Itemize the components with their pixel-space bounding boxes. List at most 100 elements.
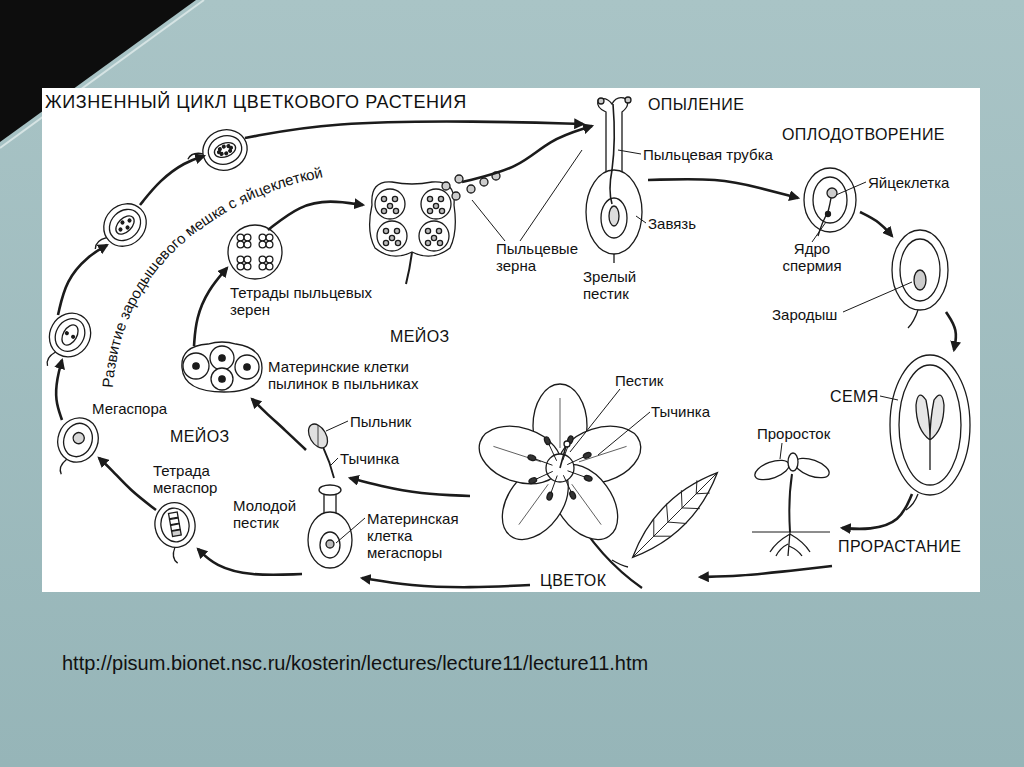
young-ovule	[320, 532, 340, 558]
ovule-stalk	[172, 547, 178, 563]
ovule-stalk	[45, 351, 56, 366]
leaf	[623, 463, 728, 568]
stamen-anther	[527, 454, 536, 461]
stamen-anther	[305, 421, 332, 452]
leaf-blade	[623, 463, 727, 567]
pollen-grain	[381, 208, 386, 213]
free-pollen-grain	[467, 185, 475, 193]
free-pollen-grain	[452, 192, 460, 200]
mother-cell	[183, 353, 209, 379]
ovule-inner	[103, 203, 147, 247]
pollen-cell	[237, 234, 244, 241]
pollen-grain	[433, 203, 438, 208]
pollen-grain	[395, 240, 400, 245]
tetrad-cell	[172, 530, 182, 537]
ovule-stalk	[58, 458, 66, 474]
leaf-vein	[623, 464, 726, 567]
seed-drawing	[890, 355, 970, 510]
fertilized-ovule	[804, 168, 856, 236]
mother-cell	[235, 355, 259, 379]
pollen-cell	[259, 234, 266, 241]
part-label: Материнские клетки пылинок в пыльниках	[268, 358, 440, 392]
flower-style	[560, 446, 566, 468]
part-label: Яйцеклетка	[868, 174, 949, 191]
nucleus	[118, 228, 122, 232]
leader-line	[843, 282, 912, 312]
cycle-arrow	[842, 494, 912, 529]
pollen-grain	[439, 208, 444, 213]
nucleus	[65, 331, 69, 335]
pollen-grain	[383, 228, 388, 233]
nucleus	[228, 149, 232, 153]
pollen-cell	[244, 241, 251, 248]
leader-line	[836, 182, 866, 195]
cycle-arrow	[140, 156, 204, 205]
ovule-drawing	[34, 306, 99, 378]
leader-line	[812, 222, 826, 242]
pollen-chamber	[377, 221, 407, 251]
stage-label: ОПЛОДОТВОРЕНИЕ	[782, 126, 945, 144]
part-label: Пыльник	[350, 413, 411, 430]
stamen-anther	[584, 475, 593, 482]
pollen-cell	[259, 263, 266, 270]
cycle-arrow	[245, 122, 583, 138]
stage-label: ОПЫЛЕНИЕ	[648, 96, 744, 114]
nucleus	[218, 147, 222, 151]
pollen-cell	[266, 241, 273, 248]
pollen-grain	[387, 203, 392, 208]
leaf-petiole	[612, 560, 628, 567]
pollen-cell	[259, 256, 266, 263]
nucleus	[224, 152, 228, 156]
cycle-arrows	[56, 122, 956, 588]
stamen-filament	[563, 440, 571, 461]
leader-line	[520, 150, 582, 241]
cycle-arrow	[350, 478, 470, 496]
part-label: Пыльцевая трубка	[643, 146, 773, 163]
ovule-drawing	[46, 412, 104, 482]
ovule-inner	[59, 419, 97, 461]
petal-vein	[579, 446, 627, 461]
leader-line	[636, 216, 646, 223]
leader-line	[331, 458, 338, 465]
pollen-grain	[427, 208, 432, 213]
embryo-ovule	[892, 230, 948, 328]
pollen-tube	[610, 104, 614, 204]
leader-line	[598, 412, 650, 455]
pollen-grain	[427, 196, 432, 201]
leader-line	[336, 518, 365, 543]
ovule-outer	[151, 499, 198, 550]
pollen-chamber	[421, 189, 451, 219]
pollen-chamber	[419, 221, 449, 251]
pollen-chamber	[375, 189, 405, 219]
white-panel	[42, 88, 980, 592]
cycle-arrow	[462, 126, 592, 182]
pollen-cell	[244, 256, 251, 263]
filament	[406, 252, 412, 284]
petal-vein	[519, 484, 548, 524]
cycle-arrow	[198, 549, 302, 575]
cell-nucleus	[219, 376, 225, 382]
artwork	[34, 97, 970, 588]
pollen-cell	[244, 234, 251, 241]
free-pollen-grain	[480, 178, 488, 186]
embryo-sac	[112, 212, 137, 237]
pollen-cell	[244, 263, 251, 270]
cycle-arrow	[700, 566, 832, 577]
cycle-arrow	[58, 245, 107, 315]
petal	[472, 416, 569, 493]
cell-cluster-outline	[182, 342, 262, 392]
young-ovary	[308, 512, 352, 568]
pollen-cell	[259, 241, 266, 248]
pollen-cell	[237, 263, 244, 270]
anther-outline	[370, 182, 456, 256]
soil-line	[752, 532, 830, 533]
ovule-stalk	[908, 310, 918, 328]
nucleus	[128, 218, 132, 222]
ovule-outer	[41, 306, 98, 365]
part-label: Проросток	[757, 425, 830, 442]
anther-groove	[318, 425, 319, 447]
stamen-anther	[546, 492, 553, 501]
ovule-inner	[158, 506, 191, 544]
part-label: Пестик	[615, 372, 663, 389]
